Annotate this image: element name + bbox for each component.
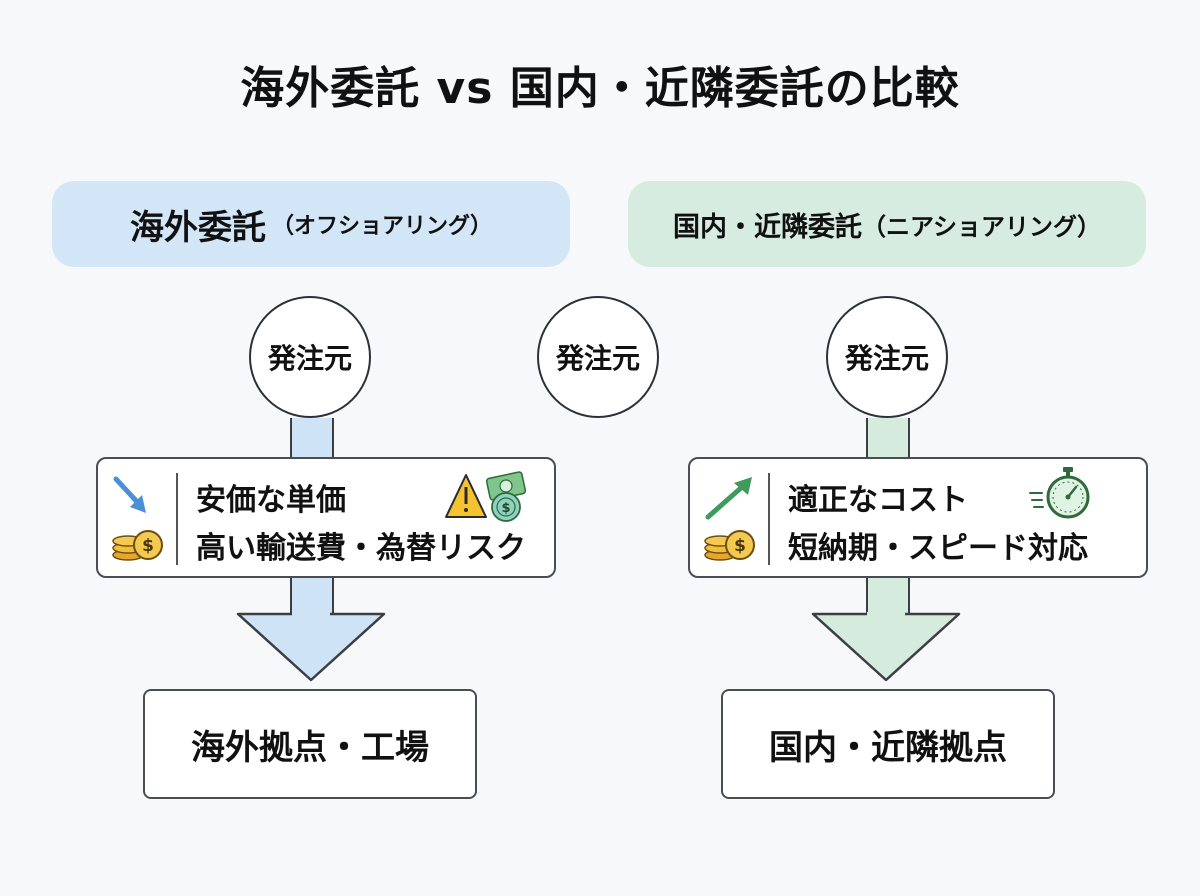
warning-currency-icon: $	[445, 471, 527, 522]
header-offshoring-sub: （オフショアリング）	[271, 214, 492, 239]
destination-offshoring-label: 海外拠点・工場	[191, 727, 429, 768]
left-arrow-shaft-bottom	[290, 576, 334, 616]
origin-circle-center: 発注元	[537, 296, 659, 418]
right-arrow-head	[811, 612, 961, 682]
header-offshoring-main: 海外委託	[129, 207, 266, 248]
header-nearshoring-sub: （ニアショアリング）	[861, 212, 1102, 241]
origin-circle-left: 発注元	[249, 296, 371, 418]
origin-label-center: 発注元	[555, 342, 640, 375]
origin-label-right: 発注元	[844, 342, 929, 375]
destination-nearshoring: 国内・近隣拠点	[721, 689, 1055, 799]
nearshoring-speed: 短納期・スピード対応	[788, 531, 1088, 566]
card-divider	[176, 473, 178, 565]
svg-text:$: $	[734, 536, 746, 556]
left-arrow-shaft-top	[290, 418, 334, 459]
origin-label-left: 発注元	[267, 342, 352, 375]
destination-nearshoring-label: 国内・近隣拠点	[769, 727, 1007, 768]
offshoring-risk: 高い輸送費・為替リスク	[196, 531, 526, 566]
destination-offshoring: 海外拠点・工場	[143, 689, 477, 799]
right-arrow-shaft-top	[866, 418, 910, 459]
cost-up-coins-icon: $	[704, 477, 755, 561]
offshoring-benefit: 安価な単価	[196, 483, 346, 518]
nearshoring-benefit: 適正なコスト	[788, 483, 968, 518]
nearshoring-info-card: $ 適正なコスト 短納期・スピード対応	[688, 457, 1148, 578]
stopwatch-icon	[1029, 467, 1090, 519]
header-offshoring: 海外委託 （オフショアリング）	[52, 181, 570, 267]
svg-text:$: $	[501, 501, 510, 516]
origin-circle-right: 発注元	[826, 296, 948, 418]
svg-text:$: $	[142, 536, 154, 556]
card-divider	[768, 473, 770, 565]
offshoring-info-card: $ 安価な単価 高い輸送費・為替リスク $	[96, 457, 556, 578]
header-nearshoring: 国内・近隣委託 （ニアショアリング）	[628, 181, 1146, 267]
diagram-title: 海外委託 vs 国内・近隣委託の比較	[240, 63, 960, 114]
left-arrow-head	[236, 612, 386, 682]
cost-down-coins-icon: $	[112, 476, 163, 561]
header-nearshoring-main: 国内・近隣委託	[672, 211, 862, 243]
right-arrow-shaft-bottom	[866, 576, 910, 616]
